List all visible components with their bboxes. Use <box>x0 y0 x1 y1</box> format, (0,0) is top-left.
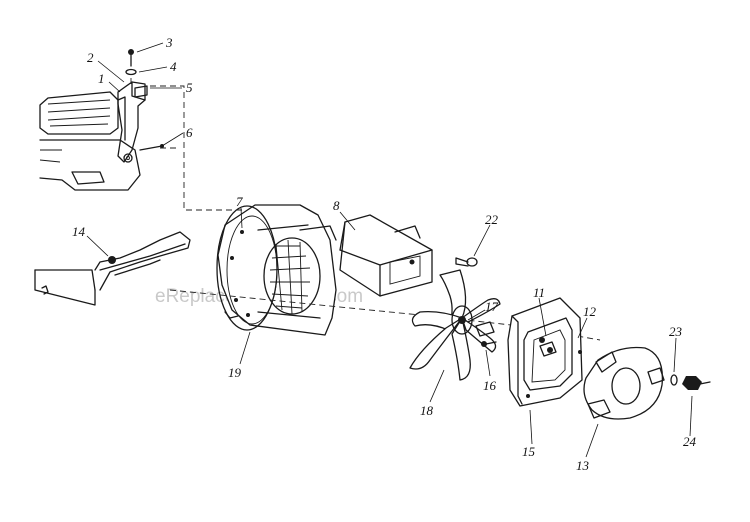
callout-15: 15 <box>522 444 536 459</box>
bolt-24 <box>682 376 711 390</box>
mounting-bracket <box>117 81 148 163</box>
callout-14: 14 <box>72 224 86 239</box>
leader-lines <box>86 42 693 458</box>
callout-labels: 1 2 3 4 5 6 7 8 11 12 13 14 15 16 17 18 … <box>72 35 697 473</box>
callout-16: 16 <box>483 378 497 393</box>
callout-4: 4 <box>170 59 177 74</box>
callout-8: 8 <box>333 198 340 213</box>
callout-24: 24 <box>683 434 697 449</box>
callout-5: 5 <box>186 80 193 95</box>
callout-18: 18 <box>420 403 434 418</box>
callout-7: 7 <box>236 194 243 209</box>
impeller-18 <box>409 269 501 381</box>
screw-16 <box>481 341 497 347</box>
engine-block <box>39 91 141 191</box>
callout-19: 19 <box>228 365 242 380</box>
cover-13 <box>583 346 665 420</box>
callout-13: 13 <box>576 458 590 473</box>
screw-3 <box>125 49 137 76</box>
bolt-22 <box>455 257 478 267</box>
callout-3: 3 <box>165 35 173 50</box>
nut-14 <box>108 256 116 264</box>
blower-housing <box>216 204 337 336</box>
callout-12: 12 <box>583 304 597 319</box>
callout-11: 11 <box>533 285 545 300</box>
hub-17 <box>475 321 495 337</box>
callout-22: 22 <box>485 212 499 227</box>
discharge-chute-8 <box>339 214 433 297</box>
washer-23 <box>670 374 678 386</box>
pin-6 <box>139 144 164 151</box>
plate-15 <box>507 297 583 407</box>
callout-2: 2 <box>87 50 94 65</box>
callout-6: 6 <box>186 125 193 140</box>
base-plate <box>34 231 191 306</box>
callout-17: 17 <box>485 299 499 314</box>
callout-1: 1 <box>98 71 105 86</box>
callout-23: 23 <box>669 324 683 339</box>
